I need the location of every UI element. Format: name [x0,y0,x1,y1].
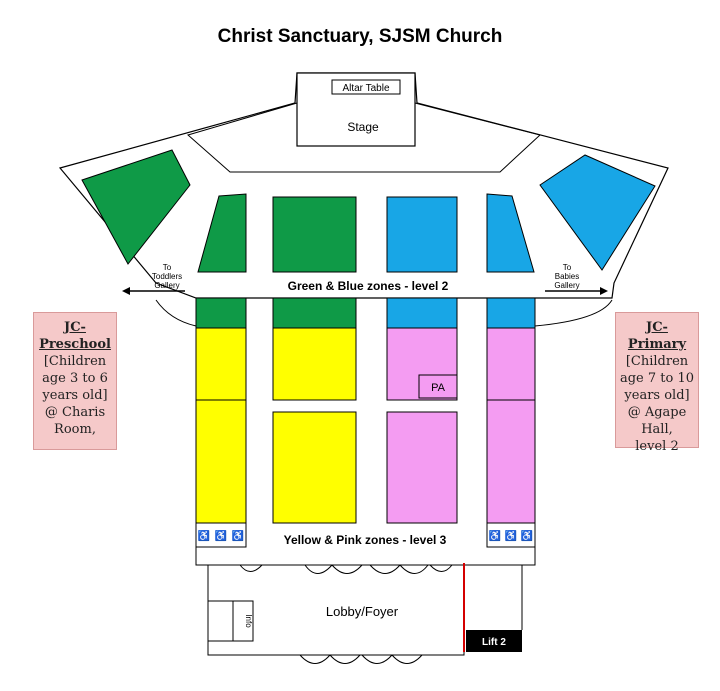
zone-yellow-col1-upper [195,327,247,401]
wheelchair-bay-right [486,522,536,548]
zone-pink-col4-upper [486,327,536,401]
pa-label: PA [431,382,446,394]
jc-primary-line: age 7 to 10 [619,371,695,386]
wheelchair-icon: ♿ [505,529,517,542]
jc-primary-line: @ Agape [627,405,687,420]
jc-primary-info-box: JC-Primary [Children age 7 to 10 years o… [615,312,699,454]
right-gallery-curve [534,299,613,327]
jc-primary-line: Hall, [641,422,673,437]
zone-green-strip-1 [195,297,247,329]
wheelchair-icon: ♿ [198,529,210,542]
green-blue-zone-label: Green & Blue zones - level 2 [288,279,449,293]
zone-yellow-col2-upper [272,327,357,401]
jc-preschool-heading: JC-Preschool [39,320,111,352]
info-booth [232,600,254,642]
zone-blue-strip-1 [386,297,458,329]
jc-preschool-line: Room, [54,422,96,437]
jc-preschool-line: @ Charis [44,405,106,420]
jc-preschool-line: years old] [42,388,108,403]
jc-primary-line: [Children [625,354,689,369]
lift-label: Lift 2 [482,637,506,648]
info-desk [207,600,234,642]
zone-yellow-col1-lower [195,399,247,524]
lift-2 [466,630,522,652]
toddlers-arrowhead [122,287,130,295]
zone-blue-wing [539,154,656,271]
jc-primary-line: years old] [624,388,690,403]
babies-label-1: To [563,263,572,272]
wheelchair-icon: ♿ [521,529,533,542]
zone-blue-strip-2 [486,297,536,329]
page-title: Christ Sanctuary, SJSM Church [217,26,503,47]
jc-preschool-line: [Children [43,354,107,369]
zone-pink-col4-lower [486,399,536,524]
toddlers-label-3: Gallery [154,281,179,290]
zone-green-wing [81,149,191,265]
zone-green-section-1 [197,193,247,273]
toddlers-label-2: Toddlers [152,272,182,281]
jc-primary-line: level 2 [635,439,679,454]
hall-lower-body [195,297,536,566]
jc-preschool-info-box: JC-Preschool [Children age 3 to 6 years … [33,312,117,450]
jc-preschool-line: age 3 to 6 [42,371,108,386]
zone-blue-section-1 [386,196,458,273]
zone-pink-col3-lower [386,411,458,524]
doors-top [239,564,453,574]
babies-arrowhead [600,287,608,295]
babies-label-3: Gallery [554,281,579,290]
babies-label-2: Babies [555,272,579,281]
jc-primary-heading: JC-Primary [627,320,687,352]
wheelchair-icon: ♿ [215,529,227,542]
wheelchair-icon: ♿ [232,529,244,542]
info-label: Info [244,614,253,628]
zone-green-strip-2 [272,297,357,329]
zone-green-section-2 [272,196,357,273]
left-gallery-curve [155,299,197,327]
altar-table-label: Altar Table [342,83,390,94]
lobby-label: Lobby/Foyer [326,604,399,619]
wheelchair-icon: ♿ [489,529,501,542]
yellow-pink-zone-label: Yellow & Pink zones - level 3 [284,533,447,547]
wheelchair-bay-left [195,522,247,548]
altar-table [331,79,401,95]
pa-booth [418,374,458,399]
zone-yellow-col2-lower [272,411,357,524]
zone-blue-section-2 [486,193,535,273]
toddlers-label-1: To [163,263,172,272]
stage-label: Stage [347,120,379,134]
doors-bottom [299,654,423,664]
